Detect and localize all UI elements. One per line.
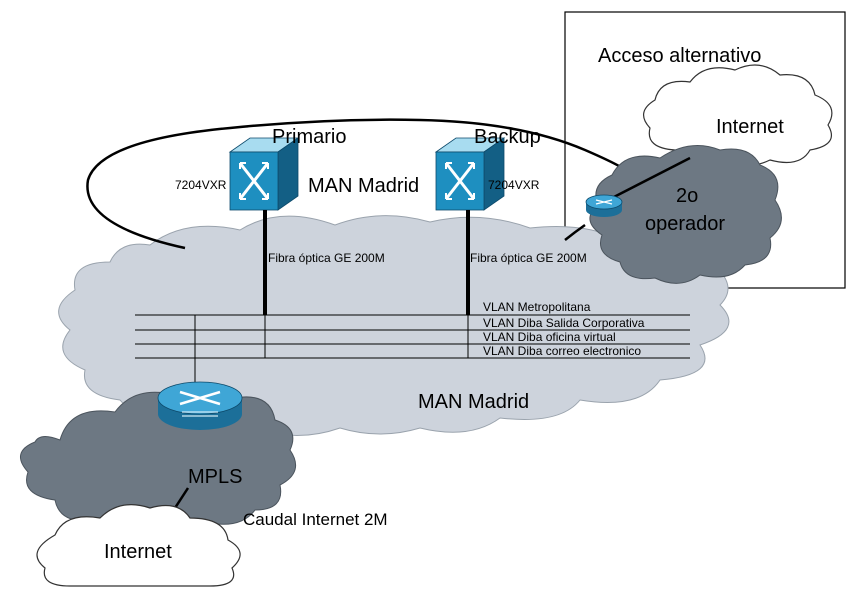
operator-label-line1: 2o [676,185,698,207]
vlan-label: VLAN Diba correo electronico [483,344,641,358]
vlan-label: VLAN Diba oficina virtual [483,330,616,344]
man-ring-lower [564,223,586,241]
operator-cloud [589,145,782,284]
man-cloud [58,215,730,436]
backup-fiber-label: Fibra óptica GE 200M [470,251,587,265]
operator-internet-link [611,156,691,200]
backup-switch-icon [434,137,506,211]
alt-access-title: Acceso alternativo [598,45,761,67]
operator-label-line2: operador [645,213,725,235]
internet-bottom-cloud [36,504,241,587]
primary-fiber-label: Fibra óptica GE 200M [268,251,385,265]
primary-label: Primario [272,126,346,148]
caudal-label: Caudal Internet 2M [243,510,388,529]
vlan-label: VLAN Diba Salida Corporativa [483,316,645,330]
mpls-label: MPLS [188,466,242,488]
primary-model: 7204VXR [175,178,227,192]
backup-model: 7204VXR [488,178,540,192]
internet-top-label: Internet [716,116,784,138]
internet-top-cloud [643,64,833,167]
operator-router-icon [585,194,623,217]
vlan-label: VLAN Metropolitana [483,300,591,314]
man-ring [86,118,629,250]
man-cloud-label: MAN Madrid [418,391,529,413]
primary-switch-icon [228,137,300,211]
backup-label: Backup [474,126,541,148]
mpls-router-icon [157,381,243,430]
internet-bottom-label: Internet [104,541,172,563]
ring-label: MAN Madrid [308,175,419,197]
